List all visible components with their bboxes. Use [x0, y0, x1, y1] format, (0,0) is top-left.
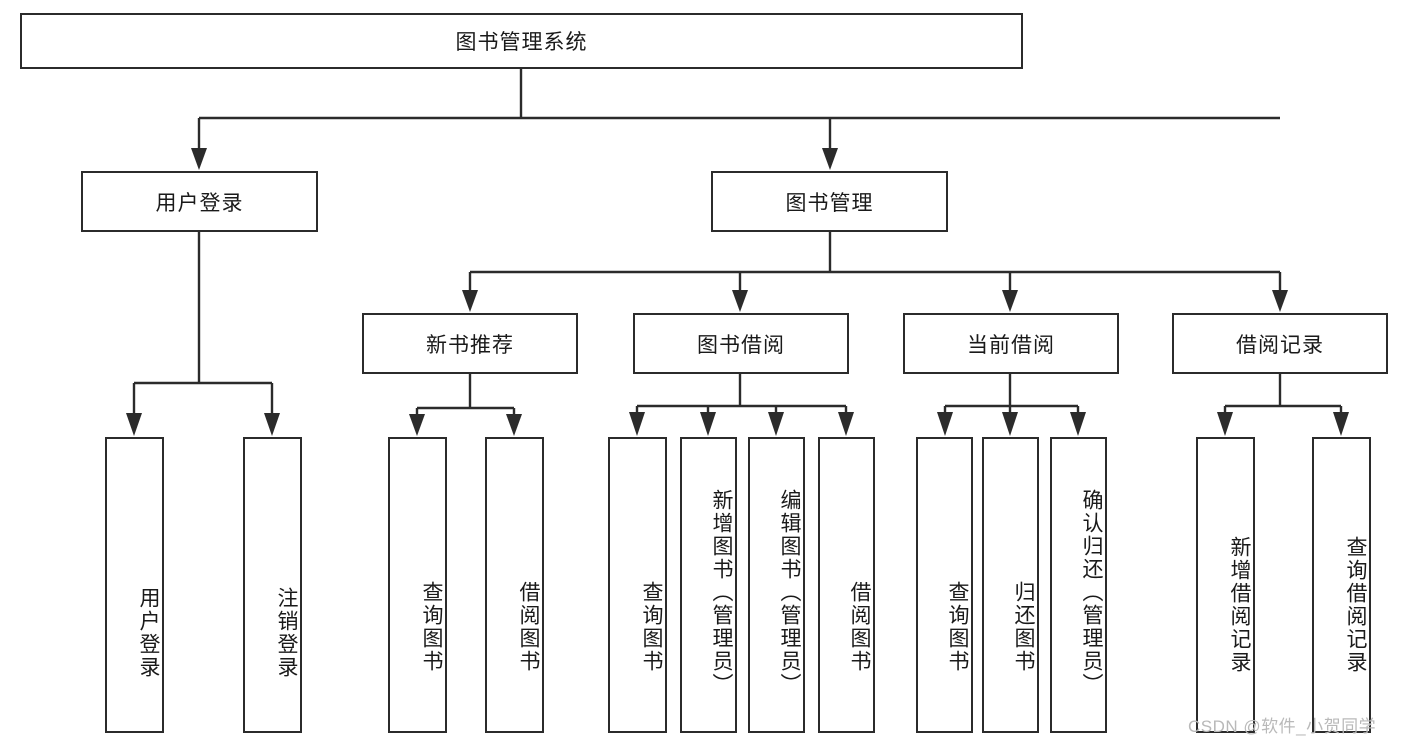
- arrow-l2-4: [1272, 290, 1288, 312]
- arrow-tsjy-3: [768, 412, 784, 436]
- arrow-jyjl-1: [1217, 412, 1233, 436]
- node-book-management[interactable]: 图书管理: [711, 171, 948, 232]
- arrow-l2-2: [732, 290, 748, 312]
- leaf-borrow-borrow-book[interactable]: 借阅图书: [818, 437, 875, 733]
- leaf-current-confirm-return[interactable]: 确认归还（管理员）: [1050, 437, 1107, 733]
- node-user-login[interactable]: 用户登录: [81, 171, 318, 232]
- arrow-user-login: [191, 148, 207, 170]
- arrow-book-mgmt: [822, 148, 838, 170]
- arrow-dqjy-2: [1002, 412, 1018, 436]
- arrow-l2-1: [462, 290, 478, 312]
- arrow-nbr-2: [506, 414, 522, 436]
- leaf-record-add[interactable]: 新增借阅记录: [1196, 437, 1255, 733]
- node-root-system[interactable]: 图书管理系统: [20, 13, 1023, 69]
- leaf-user-login-login[interactable]: 用户登录: [105, 437, 164, 733]
- arrow-l2-3: [1002, 290, 1018, 312]
- csdn-watermark: CSDN @软件_小贺同学: [1188, 717, 1377, 736]
- arrow-dqjy-1: [937, 412, 953, 436]
- arrow-dqjy-3: [1070, 412, 1086, 436]
- node-new-book-recommend[interactable]: 新书推荐: [362, 313, 578, 374]
- leaf-user-login-logout[interactable]: 注销登录: [243, 437, 302, 733]
- arrow-jyjl-2: [1333, 412, 1349, 436]
- leaf-new-book-query[interactable]: 查询图书: [388, 437, 447, 733]
- leaf-borrow-edit-book[interactable]: 编辑图书（管理员）: [748, 437, 805, 733]
- node-book-borrow[interactable]: 图书借阅: [633, 313, 849, 374]
- leaf-borrow-query-book[interactable]: 查询图书: [608, 437, 667, 733]
- arrow-ul-1: [126, 413, 142, 436]
- node-current-borrow[interactable]: 当前借阅: [903, 313, 1119, 374]
- arrow-tsjy-1: [629, 412, 645, 436]
- leaf-current-query-book[interactable]: 查询图书: [916, 437, 973, 733]
- leaf-new-book-borrow[interactable]: 借阅图书: [485, 437, 544, 733]
- leaf-borrow-add-book[interactable]: 新增图书（管理员）: [680, 437, 737, 733]
- leaf-record-query[interactable]: 查询借阅记录: [1312, 437, 1371, 733]
- arrow-nbr-1: [409, 414, 425, 436]
- arrow-tsjy-2: [700, 412, 716, 436]
- arrow-tsjy-4: [838, 412, 854, 436]
- leaf-current-return-book[interactable]: 归还图书: [982, 437, 1039, 733]
- node-borrow-record[interactable]: 借阅记录: [1172, 313, 1388, 374]
- arrow-ul-2: [264, 413, 280, 436]
